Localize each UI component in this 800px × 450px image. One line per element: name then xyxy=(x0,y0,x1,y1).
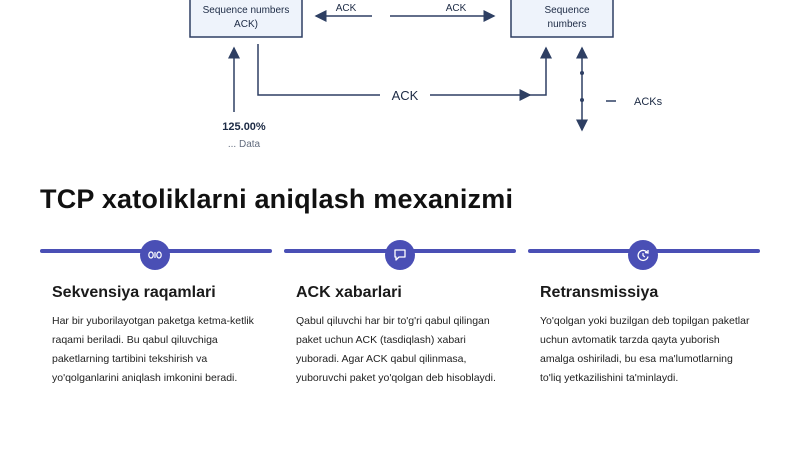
message-icon xyxy=(385,240,415,270)
top-ack-left-label: ACK xyxy=(336,3,357,14)
bottom-ack-path-up xyxy=(528,46,552,96)
receiver-box-line-2: numbers xyxy=(548,19,587,30)
acks-label: ACKs xyxy=(634,96,663,108)
sender-box-line-1: Sequence numbers xyxy=(203,5,290,16)
receiver-box: Sequence numbers xyxy=(510,0,614,38)
column-heading: ACK xabarlari xyxy=(296,284,402,301)
percentage-label: 125.00% xyxy=(222,121,266,133)
cropped-label: ... Data xyxy=(228,139,261,150)
column-heading: Sekvensiya raqamlari xyxy=(52,284,216,301)
bottom-ack-label: ACK xyxy=(392,88,419,103)
bottom-ack-path-left xyxy=(257,44,380,96)
column-description: Qabul qiluvchi har bir to'g'ri qabul qil… xyxy=(296,315,496,384)
top-ack-right-label: ACK xyxy=(446,3,467,14)
receiver-box-line-1: Sequence xyxy=(544,5,589,16)
refresh-icon xyxy=(628,240,658,270)
binary-icon xyxy=(140,240,170,270)
page-title: TCP xatoliklarni aniqlash mexanizmi xyxy=(40,184,514,214)
sender-box: Sequence numbers ACK) xyxy=(189,0,303,38)
column-description: Yo'qolgan yoki buzilgan deb topilgan pak… xyxy=(540,315,750,384)
column-heading: Retransmissiya xyxy=(540,284,659,301)
sender-box-line-2: ACK) xyxy=(234,19,258,30)
tcp-diagram: Sequence numbers ACK) Sequence numbers A… xyxy=(0,0,800,150)
column-description: Har bir yuborilayotgan paketga ketma-ket… xyxy=(52,315,254,384)
